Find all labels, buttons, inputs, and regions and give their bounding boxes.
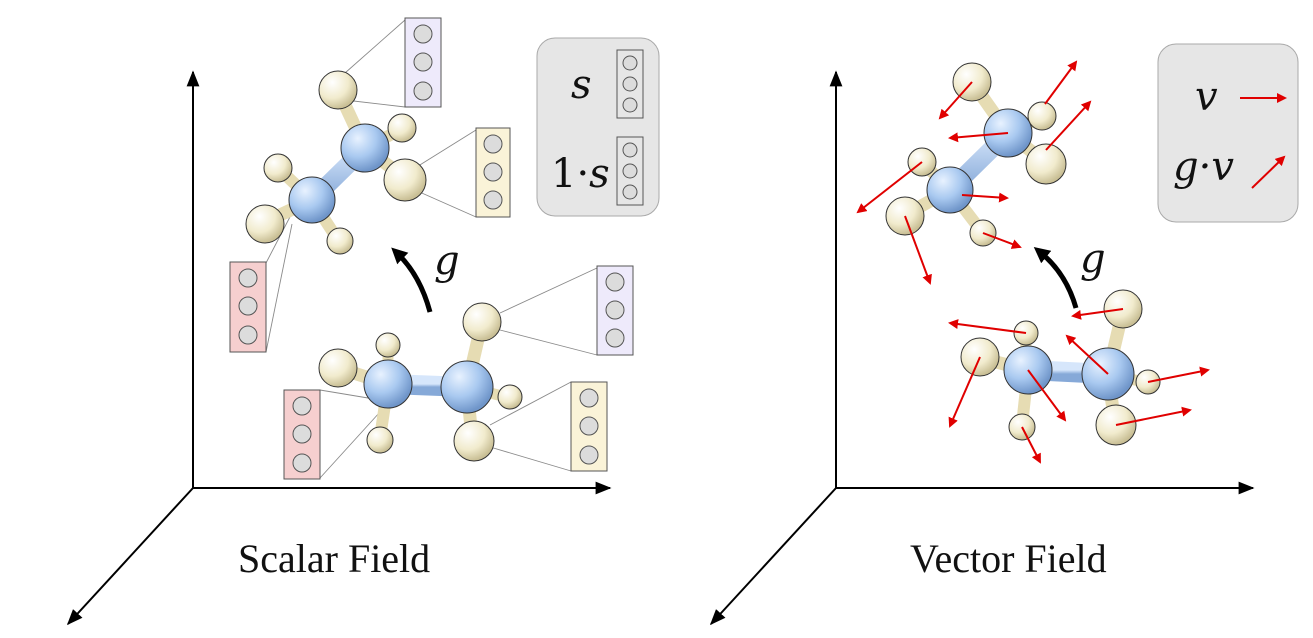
caption-vector-field: Vector Field bbox=[910, 536, 1107, 581]
feature-vector-pink-bottom bbox=[283, 389, 321, 480]
feature-vector-cream-bottom bbox=[570, 381, 608, 472]
vector-arrows-transformed bbox=[856, 60, 1092, 285]
legend-vector-v: v bbox=[1195, 74, 1218, 120]
feature-vector-cream-top bbox=[475, 127, 511, 218]
axes-left bbox=[66, 70, 612, 626]
caption-scalar-field: Scalar Field bbox=[238, 536, 430, 581]
feature-vector-lavender-bottom bbox=[596, 265, 634, 356]
vector-arrows-original bbox=[948, 308, 1210, 464]
ethane-molecule-transformed-right bbox=[885, 62, 1067, 247]
vector-field-panel: g v g·v Vector Field bbox=[709, 43, 1299, 626]
scalar-field-panel: g s 1·s Scalar Field bbox=[66, 17, 660, 626]
transform-label-right: g bbox=[1080, 236, 1106, 282]
axes-right bbox=[709, 70, 1255, 626]
legend-vector-rotated-arrow bbox=[1251, 155, 1286, 189]
legend-vector-gv: g·v bbox=[1173, 144, 1234, 190]
ethane-molecule-transformed bbox=[245, 70, 427, 255]
feature-vector-lavender-top bbox=[404, 17, 442, 108]
legend-scalar: s 1·s bbox=[536, 37, 660, 217]
transform-arrow-left bbox=[391, 247, 433, 313]
transform-label-left: g bbox=[434, 238, 460, 284]
legend-scalar-gs: 1·s bbox=[551, 151, 610, 197]
feature-vector-pink-top bbox=[229, 261, 267, 353]
ethane-molecule-original bbox=[318, 302, 523, 462]
legend-scalar-s: s bbox=[571, 62, 592, 108]
transform-arrow-right bbox=[1033, 246, 1079, 309]
legend-vector: v g·v bbox=[1157, 43, 1299, 223]
